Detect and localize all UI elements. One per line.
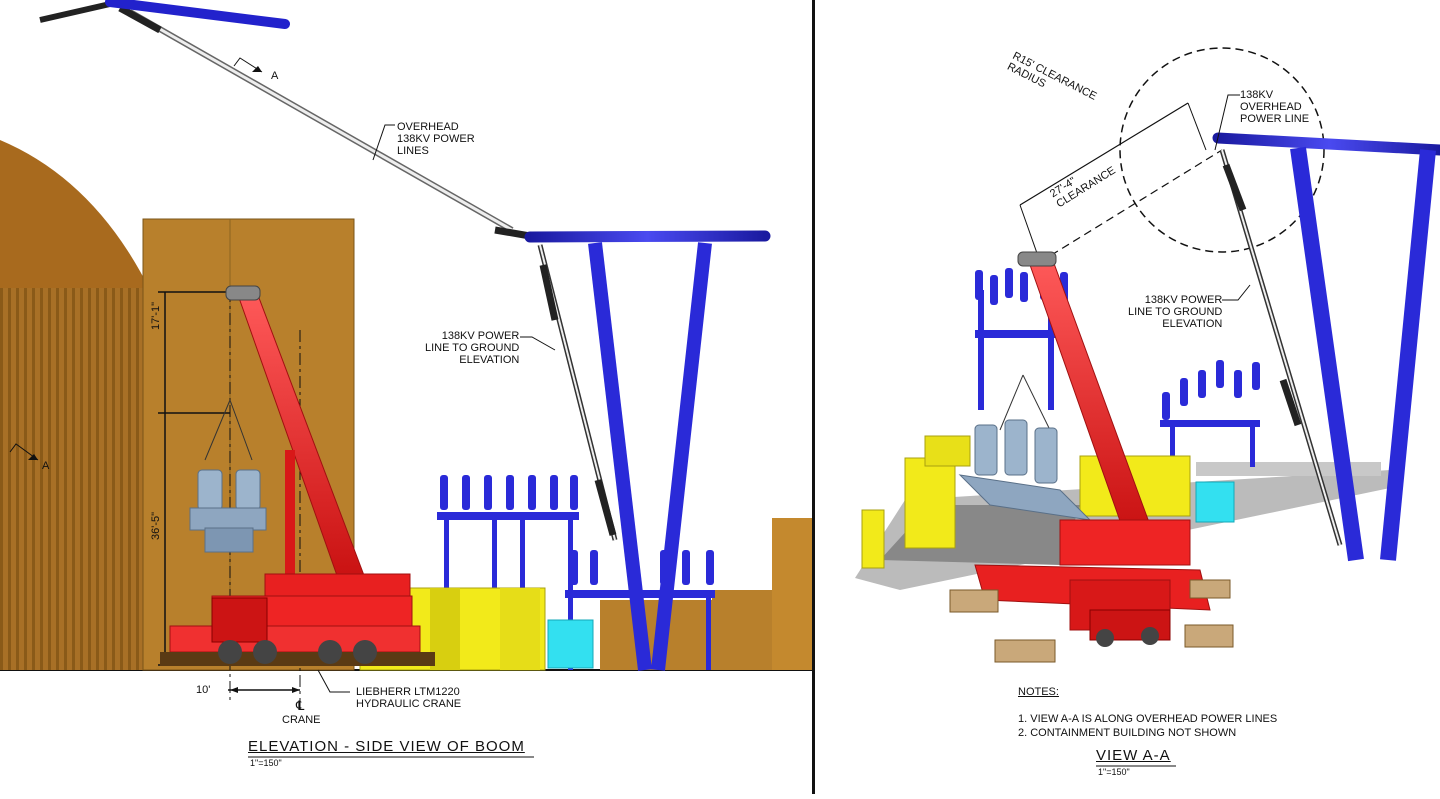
power-line-label-right: 138kV POWER LINE TO GROUND ELEVATION [1128,294,1223,330]
section-mark-top [233,57,263,73]
tower-crossarm-right [1212,132,1440,156]
tower-leg-left [588,242,652,671]
leader-power-line [520,336,556,351]
top-crossarm [105,0,290,29]
earth-mound [0,140,150,290]
power-line-label: 138kV POWER LINE TO GROUND ELEVATION [425,330,520,366]
yellow-equipment-right [861,435,1235,569]
centerline-symbol: ℄ [296,698,305,713]
dimension-bottom: 36'-5" [150,511,162,540]
notes-heading: NOTES: [1018,686,1059,698]
leader-overhead-line-right [1214,94,1240,151]
left-view-scale: 1"=150" [250,758,282,768]
overhead-line-label-right: 138kV OVERHEAD POWER LINE [1240,89,1310,125]
centerline-label: CRANE [282,714,321,726]
crane-right [949,251,1234,663]
tower-crossarm [524,230,771,243]
containment-wall [0,288,160,670]
leader-power-line-right [1222,284,1251,301]
crane-left [160,285,435,666]
building-right-tall [772,518,812,670]
crane-model-label: LIEBHERR LTM1220 HYDRAULIC CRANE [356,686,462,710]
section-mark-top-letter: A [271,70,279,82]
right-view-a-a [855,47,1440,767]
leader-overhead-lines [372,124,395,161]
right-view-title: VIEW A-A [1096,747,1171,764]
note-1: 1. VIEW A-A IS ALONG OVERHEAD POWER LINE… [1018,713,1278,725]
tower-leg-right [651,242,712,671]
tower-leg-inner [1290,146,1364,562]
dimension-top: 17'-1" [150,301,162,330]
note-2: 2. CONTAINMENT BUILDING NOT SHOWN [1018,727,1237,739]
cyan-box [547,619,594,669]
clearance-dimension [1039,149,1223,263]
left-view-title: ELEVATION - SIDE VIEW OF BOOM [248,738,525,755]
substation-rack-side [1160,360,1260,467]
clearance-circle [1119,47,1325,253]
overhead-lines-label: OVERHEAD 138kV POWER LINES [397,121,475,157]
lifted-transformer [189,469,267,553]
left-elevation-view [0,0,812,758]
lifted-transformer-right [958,419,1092,521]
section-mark-left-letter: A [42,460,50,472]
tower-leg-outer [1380,149,1436,561]
right-view-scale: 1"=150" [1098,767,1130,777]
leader-crane [317,669,350,693]
dimension-offset: 10' [196,684,211,696]
section-mark-left [9,443,39,461]
view-divider [812,0,815,794]
